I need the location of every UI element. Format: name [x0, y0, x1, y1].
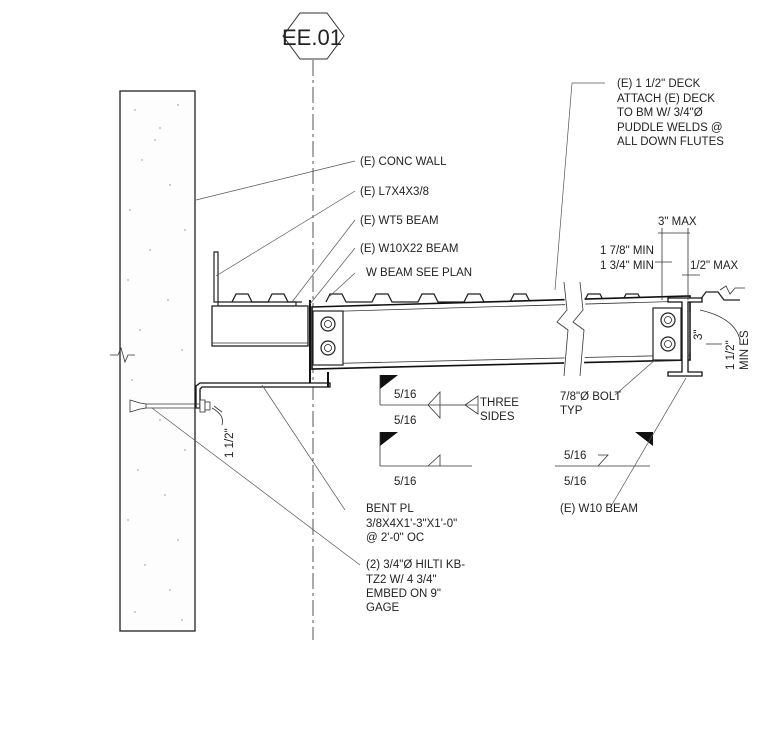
w-beam-top-flange	[311, 300, 691, 313]
right-bolt-top	[660, 312, 676, 328]
label-dim3: 3"	[693, 330, 705, 340]
concrete-wall	[119, 90, 196, 632]
label-hilti-2: TZ2 W/ 4 3/4"	[366, 574, 437, 586]
leader-angle	[215, 190, 356, 277]
concrete-stipple	[127, 104, 186, 621]
label-hilti-1: (2) 3/4"Ø HILTI KB-	[366, 559, 465, 571]
weld-1-top: 5/16	[394, 389, 416, 401]
w10-beam-section	[667, 297, 703, 377]
label-three-sides-1: THREE	[480, 397, 519, 409]
weld-3-top: 5/16	[564, 450, 586, 462]
label-deck-5: ALL DOWN FLUTES	[617, 136, 724, 148]
leader-conc-wall	[195, 160, 356, 201]
label-deck-3: TO BM W/ 3/4"Ø	[617, 107, 703, 119]
weld-1-bottom: 5/16	[394, 415, 416, 427]
leader-w10	[609, 377, 687, 509]
dim-112-arc	[211, 407, 223, 426]
label-bent-pl-2: 3/8X4X1'-3"X1'-0"	[366, 518, 457, 530]
label-hilti-3: EMBED ON 9"	[366, 588, 441, 600]
label-w-beam: W BEAM SEE PLAN	[366, 267, 472, 279]
right-break	[719, 285, 745, 295]
beam-break-line-left	[556, 281, 569, 377]
label-min178: 1 7/8" MIN	[600, 245, 654, 257]
leader-bent-pl	[261, 384, 346, 511]
wall-break	[110, 346, 135, 364]
leader-deck-2	[554, 82, 573, 291]
label-w10: (E) W10 BEAM	[560, 503, 638, 515]
weld-2: 5/16	[394, 476, 416, 488]
label-w10x22: (E) W10X22 BEAM	[360, 243, 458, 255]
label-deck-4: PUDDLE WELDS @	[617, 122, 723, 134]
weld-symbol-2	[379, 432, 472, 467]
weld-3-bottom: 5/16	[564, 476, 586, 488]
leader-wt5	[291, 219, 356, 303]
steel-angle	[213, 251, 297, 307]
label-bent-pl-3: @ 2'-0" OC	[366, 532, 424, 544]
hilti-anchor	[129, 399, 211, 413]
leader-w-beam	[329, 272, 356, 297]
label-min-es-1: 1 1/2"	[725, 340, 737, 370]
dim-112-label: 1 1/2"	[224, 428, 236, 458]
grid-bubble-label: EE.01	[282, 25, 342, 50]
left-bolt-top	[320, 316, 336, 332]
beam-break	[556, 280, 588, 380]
label-3max: 3" MAX	[658, 216, 697, 228]
w-beam	[311, 295, 691, 370]
leader-hilti	[151, 407, 361, 566]
w-beam-bottom-flange	[311, 354, 691, 365]
left-bolt-bottom	[320, 340, 336, 356]
label-max12: 1/2" MAX	[690, 260, 739, 272]
label-min-es-2: MIN ES	[739, 330, 751, 370]
w10x22-beam	[211, 305, 309, 347]
label-wt5: (E) WT5 BEAM	[360, 215, 439, 227]
right-bolt-bottom	[660, 336, 676, 352]
label-deck-2: ATTACH (E) DECK	[617, 93, 715, 105]
label-hilti-4: GAGE	[366, 602, 400, 614]
label-bent-pl-1: BENT PL	[366, 503, 414, 515]
label-deck-1: (E) 1 1/2" DECK	[617, 78, 701, 90]
label-bolt-1: 7/8"Ø BOLT	[560, 391, 621, 403]
dim-es-arc	[699, 309, 741, 341]
grid-bubble	[282, 12, 345, 60]
label-conc-wall: (E) CONC WALL	[360, 156, 447, 168]
beam-break-line-right	[572, 281, 585, 377]
label-bolt-2: TYP	[560, 405, 583, 417]
leader-bolt	[614, 359, 656, 396]
leader-w10x22	[309, 247, 356, 305]
label-angle: (E) L7X4X3/8	[360, 186, 429, 198]
label-three-sides-2: SIDES	[480, 411, 515, 423]
label-min134: 1 3/4" MIN	[600, 260, 654, 272]
metal-deck	[231, 291, 740, 303]
dim-112-tick	[213, 405, 223, 413]
